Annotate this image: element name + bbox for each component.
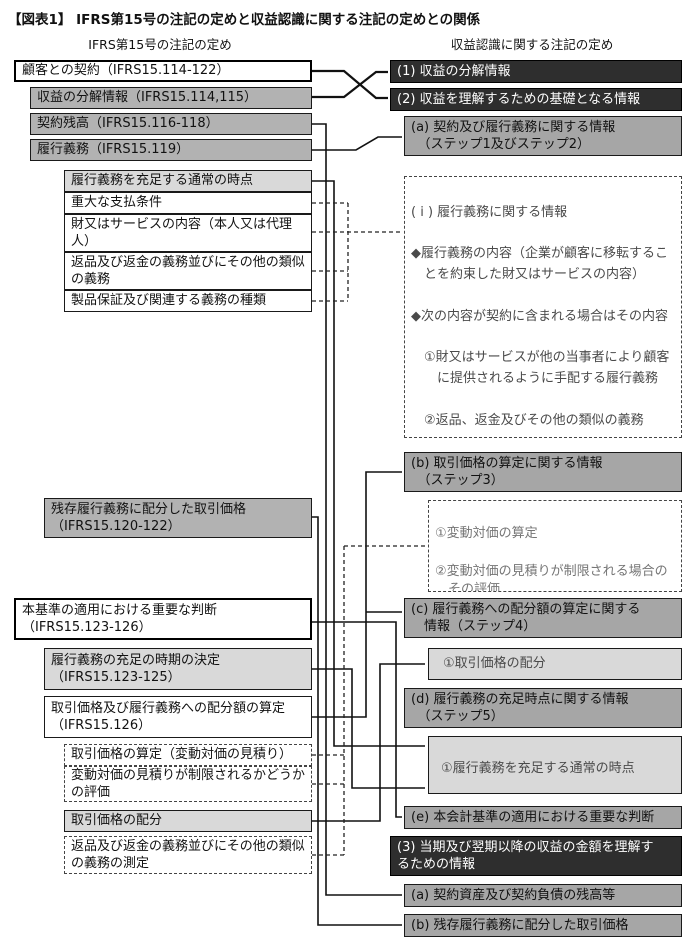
info-i-line: ①財又はサービスが他の当事者により顧客に提供されるように手配する履行義務 — [424, 350, 670, 387]
box-remaining-po: 残存履行義務に配分した取引価格 （IFRS15.120-122） — [44, 498, 312, 538]
arrow-po-to-2a — [312, 136, 402, 151]
info-i-line: ◆履行義務の内容（企業が顧客に移転することを約束した財又はサービスの内容） — [411, 246, 668, 283]
box-2b-price-info: (b) 取引価格の算定に関する情報 （ステップ3） — [404, 452, 682, 492]
step5-detail-line: ①履行義務を充足する通常の時点 — [441, 761, 635, 777]
box-price-and-allocation: 取引価格及び履行義務への配分額の算定 （IFRS15.126） — [44, 696, 312, 738]
step3-detail-line: ②変動対価の見積りが制限される場合のその評価 — [435, 563, 668, 592]
box-po-nature: 財又はサービスの内容（本人又は代理人） — [64, 214, 312, 252]
info-i-line: ②返品、返金及びその他の類似の義務 — [424, 412, 644, 428]
box-variable-consideration: 取引価格の算定（変動対価の見積り） — [64, 744, 312, 766]
box-price-allocation: 取引価格の配分 — [64, 810, 312, 832]
arrow-remaining-to-3b — [312, 516, 402, 926]
box-step4-detail: ①取引価格の配分 — [428, 648, 682, 680]
box-2e-judgements: (e) 本会計基準の適用における重要な判断 — [404, 806, 682, 829]
box-timing-determination: 履行義務の充足の時期の決定 （IFRS15.123-125） — [44, 648, 312, 690]
info-i-line: ◆次の内容が契約に含まれる場合はその内容 — [411, 308, 668, 324]
box-2d-satisfaction-info: (d) 履行義務の充足時点に関する情報 （ステップ5） — [404, 688, 682, 728]
box-constraint-assessment: 変動対価の見積りが制限されるかどうかの評価 — [64, 766, 312, 802]
box-3-amounts-info: (3) 当期及び翌期以降の収益の金額を理解す るための情報 — [390, 836, 682, 876]
box-3a-contract-balances: (a) 契約資産及び契約負債の残高等 — [404, 884, 682, 907]
arrow-disaggregation-to-1 — [312, 70, 388, 99]
arrow-balances-to-3a — [312, 123, 402, 896]
box-returns-measurement: 返品及び返金の義務並びにその他の類似の義務の測定 — [64, 836, 312, 874]
arrow-timing-determination-to-step5-detail — [312, 668, 425, 789]
right-column-header: 収益認識に関する注記の定め — [450, 37, 614, 52]
box-significant-judgements: 本基準の適用における重要な判断 （IFRS15.123-126） — [14, 598, 312, 640]
box-3b-remaining-po: (b) 残存履行義務に配分した取引価格 — [404, 914, 682, 937]
box-performance-obligations: 履行義務（IFRS15.119） — [30, 139, 312, 161]
box-po-warranties: 製品保証及び関連する義務の種類 — [64, 290, 312, 312]
box-po-payment-terms: 重大な支払条件 — [64, 192, 312, 214]
box-po-returns: 返品及び返金の義務並びにその他の類似の義務 — [64, 252, 312, 290]
step3-detail-line: ①変動対価の算定 — [435, 525, 538, 541]
left-column-header: IFRS第15号の注記の定め — [88, 37, 232, 52]
box-2a-contract-po-info: (a) 契約及び履行義務に関する情報 （ステップ1及びステップ2） — [404, 116, 682, 156]
box-step5-detail: ①履行義務を充足する通常の時点 （収益を認識する通常の時点） ②履行義務の充足の… — [428, 736, 682, 794]
box-po-timing: 履行義務を充足する通常の時点 — [64, 170, 312, 192]
arrow-contracts-to-2 — [312, 69, 388, 100]
box-customer-contracts: 顧客との契約（IFRS15.114-122） — [14, 60, 312, 82]
arrow-price-allocation-to-2b — [312, 471, 402, 718]
info-i-line: ( i ) 履行義務に関する情報 — [411, 204, 568, 220]
box-2-basis-info: (2) 収益を理解するための基礎となる情報 — [390, 88, 682, 111]
box-info-i-detail: ( i ) 履行義務に関する情報 ◆履行義務の内容（企業が顧客に移転することを約… — [404, 176, 682, 438]
box-1-disaggregation: (1) 収益の分解情報 — [390, 60, 682, 83]
box-contract-balances: 契約残高（IFRS15.116-118） — [30, 113, 312, 135]
box-step3-detail: ①変動対価の算定 ②変動対価の見積りが制限される場合のその評価 ③返品、返金及び… — [428, 500, 682, 592]
box-disaggregation: 収益の分解情報（IFRS15.114,115） — [30, 87, 312, 109]
arrow-judgements-to-2e — [312, 621, 402, 818]
box-2c-allocation-info: (c) 履行義務への配分額の算定に関する 情報（ステップ4） — [404, 598, 682, 638]
figure-title: 【図表1】 IFRS第15号の注記の定めと収益認識に関する注記の定めとの関係 — [8, 12, 481, 28]
